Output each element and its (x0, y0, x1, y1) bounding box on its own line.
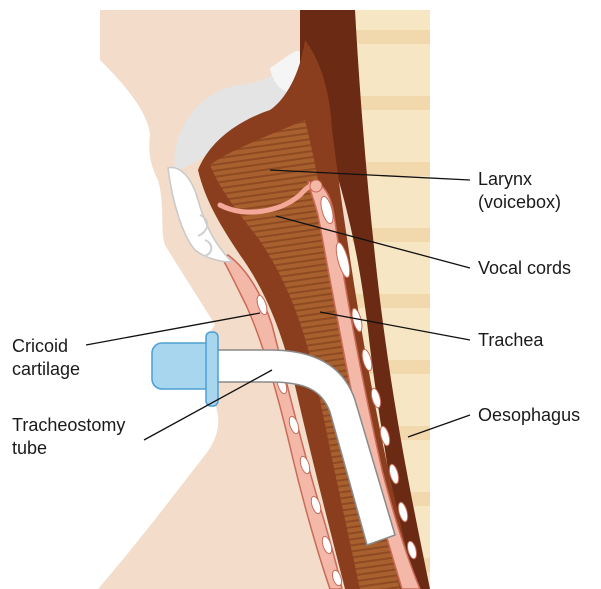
label-tracheostomy-line2: tube (12, 437, 125, 460)
label-trachea: Trachea (478, 329, 543, 352)
label-vocal-cords: Vocal cords (478, 257, 571, 280)
label-larynx-line2: (voicebox) (478, 191, 561, 214)
tube-connector (152, 343, 214, 389)
label-larynx-line1: Larynx (478, 168, 561, 191)
label-cricoid-line2: cartilage (12, 358, 80, 381)
label-cricoid-line1: Cricoid (12, 335, 80, 358)
label-cricoid: Cricoid cartilage (12, 335, 80, 381)
label-oesophagus: Oesophagus (478, 404, 580, 427)
arytenoid (310, 180, 322, 192)
label-tracheostomy: Tracheostomy tube (12, 414, 125, 460)
tube-flange (206, 332, 218, 406)
label-larynx: Larynx (voicebox) (478, 168, 561, 214)
label-tracheostomy-line1: Tracheostomy (12, 414, 125, 437)
